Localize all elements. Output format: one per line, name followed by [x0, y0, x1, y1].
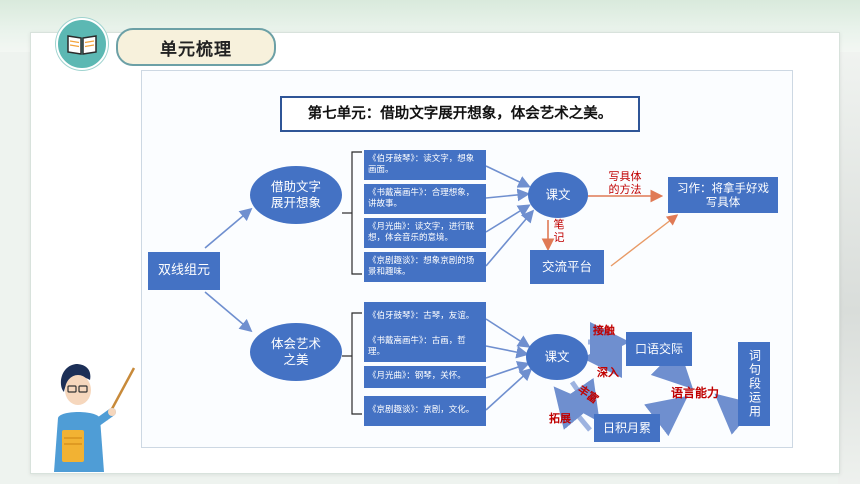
bottom-item-1: 《伯牙鼓琴》：古琴，友谊。	[364, 302, 486, 332]
method-label: 写具体 的方法	[608, 170, 642, 197]
language-label: 语言能力	[670, 386, 719, 400]
top-item-2: 《书戴嵩画牛》：合理想象，讲故事。	[364, 184, 486, 214]
deepen-label: 深入	[597, 366, 619, 379]
platform-node: 交流平台	[530, 250, 604, 284]
header-badge	[56, 18, 108, 70]
oral-node: 口语交际	[626, 332, 692, 366]
root-node: 双线组元	[148, 252, 220, 290]
branch-imagination: 借助文字 展开想象	[250, 166, 342, 224]
top-item-1: 《伯牙鼓琴》：读文字，想象画面。	[364, 150, 486, 180]
bottom-text-node: 课文	[526, 334, 588, 380]
notes-label: 笔 记	[553, 218, 565, 245]
teacher-illustration	[54, 364, 136, 472]
branch-art: 体会艺术 之美	[250, 323, 342, 381]
section-title: 单元梳理	[116, 28, 276, 66]
top-text-node: 课文	[528, 172, 588, 218]
top-item-4: 《京剧趣谈》：想象京剧的场景和趣味。	[364, 252, 486, 282]
diagram-title: 第七单元：借助文字展开想象，体会艺术之美。	[280, 96, 640, 132]
usage-node: 词句段运用	[738, 342, 770, 426]
bottom-item-3: 《月光曲》：钢琴，关怀。	[364, 366, 486, 388]
contact-label: 接触	[593, 324, 615, 337]
top-item-3: 《月光曲》：读文字，进行联想，体会音乐的意境。	[364, 218, 486, 248]
accumulate-node: 日积月累	[594, 414, 660, 442]
book-icon	[67, 35, 97, 55]
exercise-node: 习作：将拿手好戏写具体	[668, 177, 778, 213]
right-decor-strip	[838, 52, 860, 484]
bottom-item-2: 《书戴嵩画牛》：古画，哲理。	[364, 332, 486, 362]
bottom-item-4: 《京剧趣谈》：京剧，文化。	[364, 396, 486, 426]
expand-label: 拓展	[549, 412, 571, 425]
